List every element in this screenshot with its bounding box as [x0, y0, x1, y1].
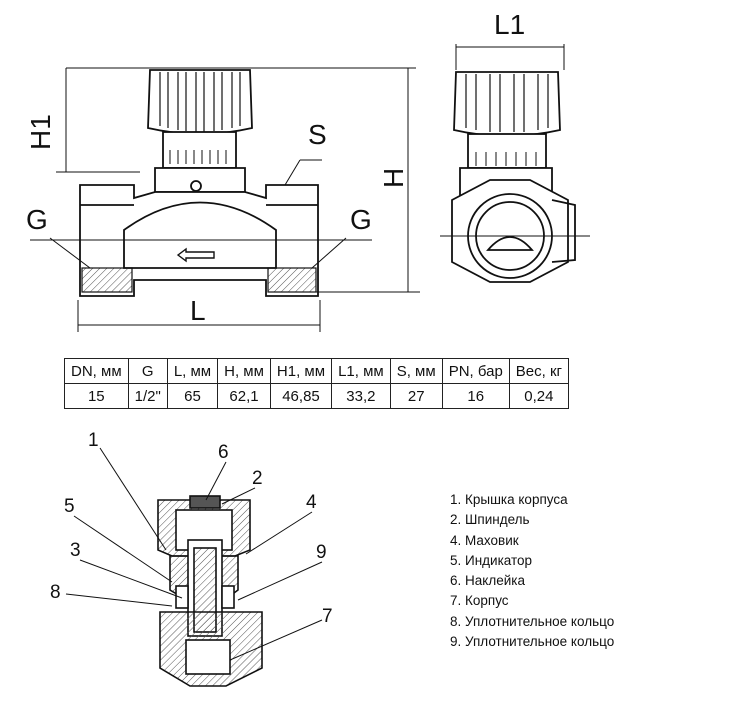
callout-4: 4 — [306, 492, 317, 513]
front-view — [30, 69, 372, 297]
flow-arrow — [176, 247, 215, 263]
legend-item: 7. Корпус — [450, 593, 509, 609]
callout-9: 9 — [316, 542, 327, 563]
callout-3: 3 — [70, 540, 81, 561]
front-stem — [162, 131, 237, 169]
cell-g: 1/2" — [127, 383, 168, 409]
cell-l: 65 — [166, 383, 219, 409]
legend-item: 1. Крышка корпуса — [450, 492, 568, 507]
side-handwheel — [453, 71, 561, 137]
spec-table: DN, мм G L, мм H, мм H1, мм L1, мм S, мм… — [64, 358, 570, 409]
dim-g-left: G — [26, 204, 48, 235]
table-row: 15 1/2" 65 62,1 46,85 33,2 27 16 0,24 — [64, 383, 570, 409]
col-h1: H1, мм — [269, 358, 333, 384]
legend-item: 2. Шпиндель — [450, 512, 530, 528]
col-l: L, мм — [166, 358, 219, 384]
legend-item: 8. Уплотнительное кольцо — [450, 613, 615, 629]
callout-5: 5 — [64, 496, 75, 517]
cell-h: 62,1 — [217, 383, 271, 409]
dim-s: S — [308, 119, 327, 150]
callout-leaders — [65, 447, 323, 661]
col-pn: PN, бар — [441, 358, 510, 384]
col-l1: L1, мм — [331, 358, 391, 384]
col-h: H, мм — [217, 358, 271, 384]
callout-2: 2 — [252, 468, 263, 489]
legend-item: 6. Наклейка — [450, 573, 525, 589]
cell-s: 27 — [389, 383, 443, 409]
dim-h1: H1 — [25, 114, 56, 150]
callout-6: 6 — [218, 442, 229, 463]
side-body-hex — [451, 179, 569, 283]
callout-1: 1 — [88, 430, 99, 451]
callout-numbers: 1 6 2 5 4 3 9 8 7 — [50, 430, 333, 627]
cell-dn: 15 — [64, 383, 129, 409]
side-dimensions — [455, 44, 565, 70]
dim-g-right: G — [350, 204, 372, 235]
front-handwheel — [147, 69, 253, 135]
legend-item: 5. Индикатор — [450, 552, 533, 568]
cell-h1: 46,85 — [269, 383, 333, 409]
parts-legend: 1. Крышка корпуса 2. Шпиндель 4. Маховик… — [450, 490, 614, 652]
callout-8: 8 — [50, 582, 61, 603]
legend-item: 9. Уплотнительное кольцо — [450, 634, 615, 650]
cell-l1: 33,2 — [331, 383, 391, 409]
col-s: S, мм — [389, 358, 443, 384]
side-stem — [467, 133, 547, 169]
dim-l1: L1 — [494, 9, 525, 40]
callout-7: 7 — [322, 606, 333, 627]
col-dn: DN, мм — [64, 358, 129, 384]
side-view — [440, 71, 590, 283]
dim-l: L — [190, 295, 206, 326]
col-g: G — [127, 358, 168, 384]
cell-pn: 16 — [441, 383, 510, 409]
section-view — [157, 495, 263, 687]
dim-h: H — [378, 168, 409, 188]
front-dimensions — [49, 67, 420, 332]
cell-weight: 0,24 — [508, 383, 570, 409]
legend-item: 4. Маховик — [450, 532, 519, 548]
spec-table-header-row: DN, мм G L, мм H, мм H1, мм L1, мм S, мм… — [64, 358, 570, 384]
col-weight: Вес, кг — [508, 358, 570, 384]
